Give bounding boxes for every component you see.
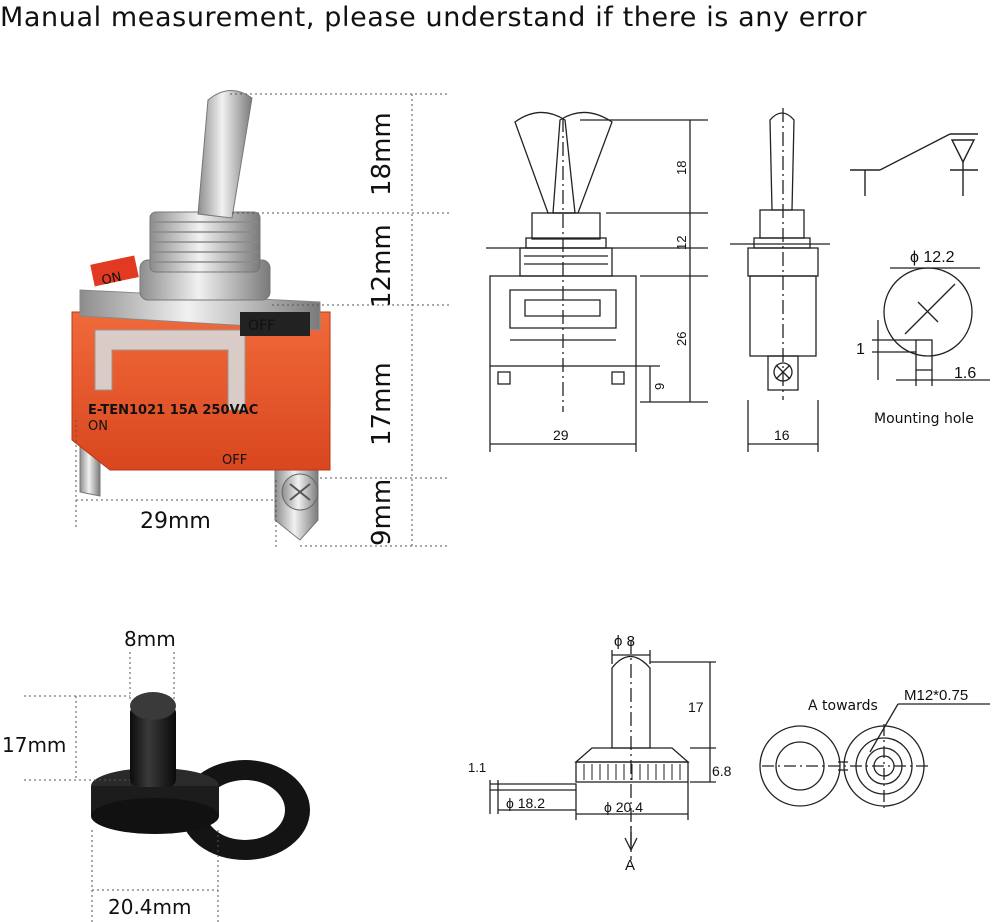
dim-width-29mm: 29mm bbox=[140, 509, 211, 534]
on-tag bbox=[90, 255, 139, 287]
mounting-hole-drawing bbox=[872, 267, 990, 386]
on-text: ON bbox=[88, 419, 108, 434]
cap-drawing-phi-18-2: ϕ 18.2 bbox=[506, 795, 545, 811]
front-dim-29: 29 bbox=[553, 427, 569, 443]
front-dim-9: 9 bbox=[652, 383, 667, 390]
cap-drawing-17: 17 bbox=[688, 699, 704, 715]
front-dim-12: 12 bbox=[674, 236, 689, 250]
cap-top-thread: M12*0.75 bbox=[904, 687, 968, 704]
cap-boot bbox=[130, 705, 176, 787]
cap-top-drawing bbox=[759, 703, 990, 810]
front-dim-18: 18 bbox=[674, 161, 689, 175]
dim-terminal-9mm: 9mm bbox=[367, 479, 397, 546]
cap-photo bbox=[91, 692, 310, 860]
side-view-drawing bbox=[730, 108, 830, 452]
off-tag-text: OFF bbox=[248, 318, 275, 334]
metal-frame-clip bbox=[94, 329, 246, 411]
model-text: E-TEN1021 15A 250VAC bbox=[88, 403, 258, 418]
cap-drawing-phi-8: ϕ 8 bbox=[614, 633, 635, 650]
cap-side-drawing bbox=[489, 640, 716, 860]
mounting-hole-dim-1-6: 1.6 bbox=[954, 365, 976, 382]
cap-drawing-1-1: 1.1 bbox=[468, 760, 486, 775]
toggle-lever bbox=[197, 90, 253, 219]
off-text: OFF bbox=[222, 453, 247, 468]
cap-drawing-6-8: 6.8 bbox=[712, 763, 732, 779]
switch-photo-dimension-lines bbox=[75, 93, 450, 548]
front-dim-26: 26 bbox=[674, 332, 689, 346]
off-tag bbox=[240, 312, 310, 336]
switch-schematic-symbol bbox=[850, 133, 978, 196]
dim-toggle-18mm: 18mm bbox=[367, 112, 397, 196]
dim-bushing-12mm: 12mm bbox=[367, 224, 397, 308]
cap-drawing-phi-20-4: ϕ 20.4 bbox=[604, 799, 643, 815]
dim-body-17mm: 17mm bbox=[367, 362, 397, 446]
cap-drawing-a-label: A bbox=[625, 857, 635, 874]
on-tag-text: ON bbox=[100, 270, 123, 289]
cap-dim-20-4mm: 20.4mm bbox=[108, 895, 192, 919]
switch-photo: ON OFF E-TEN1021 15A 250VAC ON OFF bbox=[71, 90, 331, 541]
mounting-hole-phi-12-2: ϕ 12.2 bbox=[910, 249, 955, 266]
page-title: Manual measurement, please understand if… bbox=[0, 2, 868, 33]
mounting-hole-dim-1: 1 bbox=[856, 341, 865, 358]
cap-dim-17mm: 17mm bbox=[2, 733, 66, 757]
cap-photo-dimension-lines bbox=[24, 652, 219, 922]
cap-dim-8mm: 8mm bbox=[124, 627, 176, 651]
mounting-hole-caption: Mounting hole bbox=[874, 411, 974, 427]
front-view-drawing bbox=[486, 111, 708, 452]
cap-top-a-towards: A towards bbox=[808, 698, 878, 714]
side-dim-16: 16 bbox=[774, 427, 790, 443]
